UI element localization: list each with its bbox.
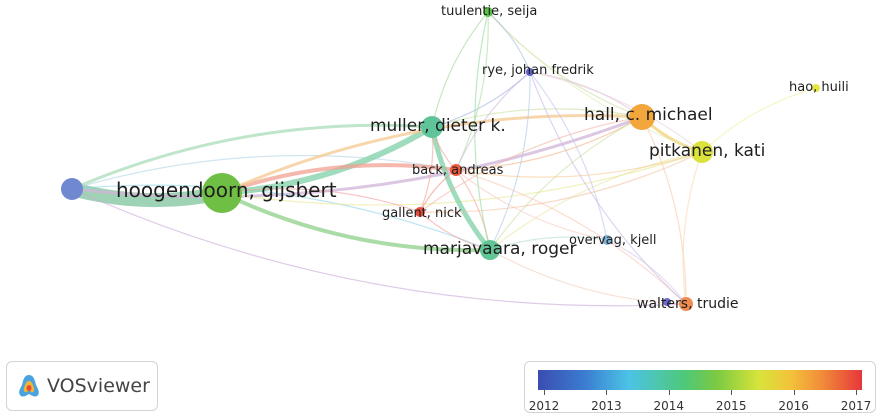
node-label-marjavaara[interactable]: marjavaara, roger: [423, 239, 577, 259]
edge-rye-walters: [529, 71, 687, 305]
edge-unlabeled_left-hall: [70, 115, 644, 199]
legend-gradient-bar: [538, 370, 862, 390]
node-label-gallent[interactable]: gallent, nick: [382, 206, 462, 221]
legend-tick-mark: [606, 390, 608, 395]
node-label-tuulentie[interactable]: tuulentie, seija: [441, 4, 538, 19]
node-label-hao[interactable]: hao, huili: [789, 80, 849, 95]
legend-tick-label: 2017: [840, 399, 872, 413]
edge-hoogendoorn-gallent: [221, 188, 421, 213]
legend-tick-label: 2014: [653, 399, 685, 413]
legend-tick-label: 2013: [591, 399, 622, 413]
node-overvag[interactable]: [602, 235, 612, 245]
node-label-pitkanen[interactable]: pitkanen, kati: [649, 141, 766, 161]
legend-tick-mark: [668, 390, 670, 395]
edge-rye-tuulentie: [487, 11, 531, 73]
node-label-walters[interactable]: walters, trudie: [637, 296, 739, 312]
edge-gallent-pitkanen: [419, 151, 703, 213]
edge-unlabeled_left-walters: [71, 188, 687, 307]
node-label-overvag[interactable]: overvag, kjell: [569, 233, 657, 248]
edge-hoogendoorn-back: [220, 163, 458, 195]
node-label-back[interactable]: back, andreas: [412, 163, 504, 178]
edge-pitkanen-walters: [682, 151, 703, 305]
vosviewer-brand: VOSviewer: [6, 361, 158, 411]
edge-unlabeled_left-back: [71, 154, 457, 190]
legend-tick-label: 2012: [528, 399, 560, 413]
legend-tick-label: 2016: [778, 399, 809, 413]
edge-back-walters: [455, 169, 687, 305]
node-label-hall[interactable]: hall, c. michael: [584, 105, 713, 125]
edge-muller-marjavaara: [429, 124, 493, 253]
node-hoogendoorn[interactable]: [202, 173, 242, 213]
node-gallent[interactable]: [415, 207, 425, 217]
edge-back-rye: [455, 71, 531, 171]
edges-layer: [65, 11, 817, 307]
edge-pitkanen-marjavaara: [489, 151, 703, 251]
node-marjavaara[interactable]: [480, 240, 500, 260]
node-walters[interactable]: [679, 297, 693, 311]
brand-label: VOSviewer: [47, 375, 150, 397]
node-muller[interactable]: [421, 116, 443, 138]
node-unlabeled_left[interactable]: [61, 178, 83, 200]
edge-pitkanen-hao: [701, 87, 817, 153]
edge-marjavaara-rye: [489, 71, 531, 251]
edge-hall-back: [455, 116, 643, 171]
node-hao[interactable]: [812, 84, 820, 92]
legend-tick-mark: [856, 390, 857, 395]
node-pitkanen[interactable]: [691, 141, 713, 163]
node-unlabeled_walters[interactable]: [663, 298, 671, 306]
node-label-muller[interactable]: muller, dieter k.: [370, 116, 506, 136]
edge-unlabeled_left-muller: [70, 123, 434, 191]
node-label-hoogendoorn[interactable]: hoogendoorn, gijsbert: [116, 178, 337, 202]
edge-marjavaara-tuulentie: [474, 11, 491, 251]
legend-tick-mark: [793, 390, 795, 395]
edge-rye-overvag: [529, 71, 608, 241]
edge-marjavaara-walters: [489, 249, 687, 305]
node-hall[interactable]: [629, 104, 655, 130]
edge-hall-walters: [641, 116, 687, 305]
legend-tick-label: 2015: [715, 399, 747, 413]
legend-tick-mark: [544, 390, 545, 395]
year-color-legend: 2012 2013 2014 2015 2016 2017: [524, 361, 876, 413]
edge-muller-tuulentie: [431, 11, 489, 128]
edge-pitkanen-rye: [529, 71, 703, 153]
edge-hall-marjavaara: [489, 116, 643, 251]
edge-hoogendoorn-pitkanen: [221, 151, 703, 206]
edge-unlabeled_left-marjavaara: [71, 184, 491, 251]
nodes-layer: [61, 7, 820, 311]
edge-pitkanen-tuulentie: [487, 11, 703, 153]
node-back[interactable]: [450, 164, 462, 176]
node-rye[interactable]: [526, 68, 534, 76]
edge-back-overvag: [455, 169, 608, 241]
edge-marjavaara-overvag: [489, 236, 608, 251]
node-label-rye[interactable]: rye, johan fredrik: [482, 63, 594, 78]
vosviewer-logo-icon: [19, 375, 39, 397]
edge-overvag-walters: [606, 239, 687, 305]
edge-back-tuulentie: [455, 11, 489, 171]
edge-hoogendoorn-marjavaara: [220, 191, 492, 253]
edge-hall-gallent: [419, 116, 643, 213]
node-tuulentie[interactable]: [483, 7, 493, 17]
legend-tick-mark: [731, 390, 733, 395]
